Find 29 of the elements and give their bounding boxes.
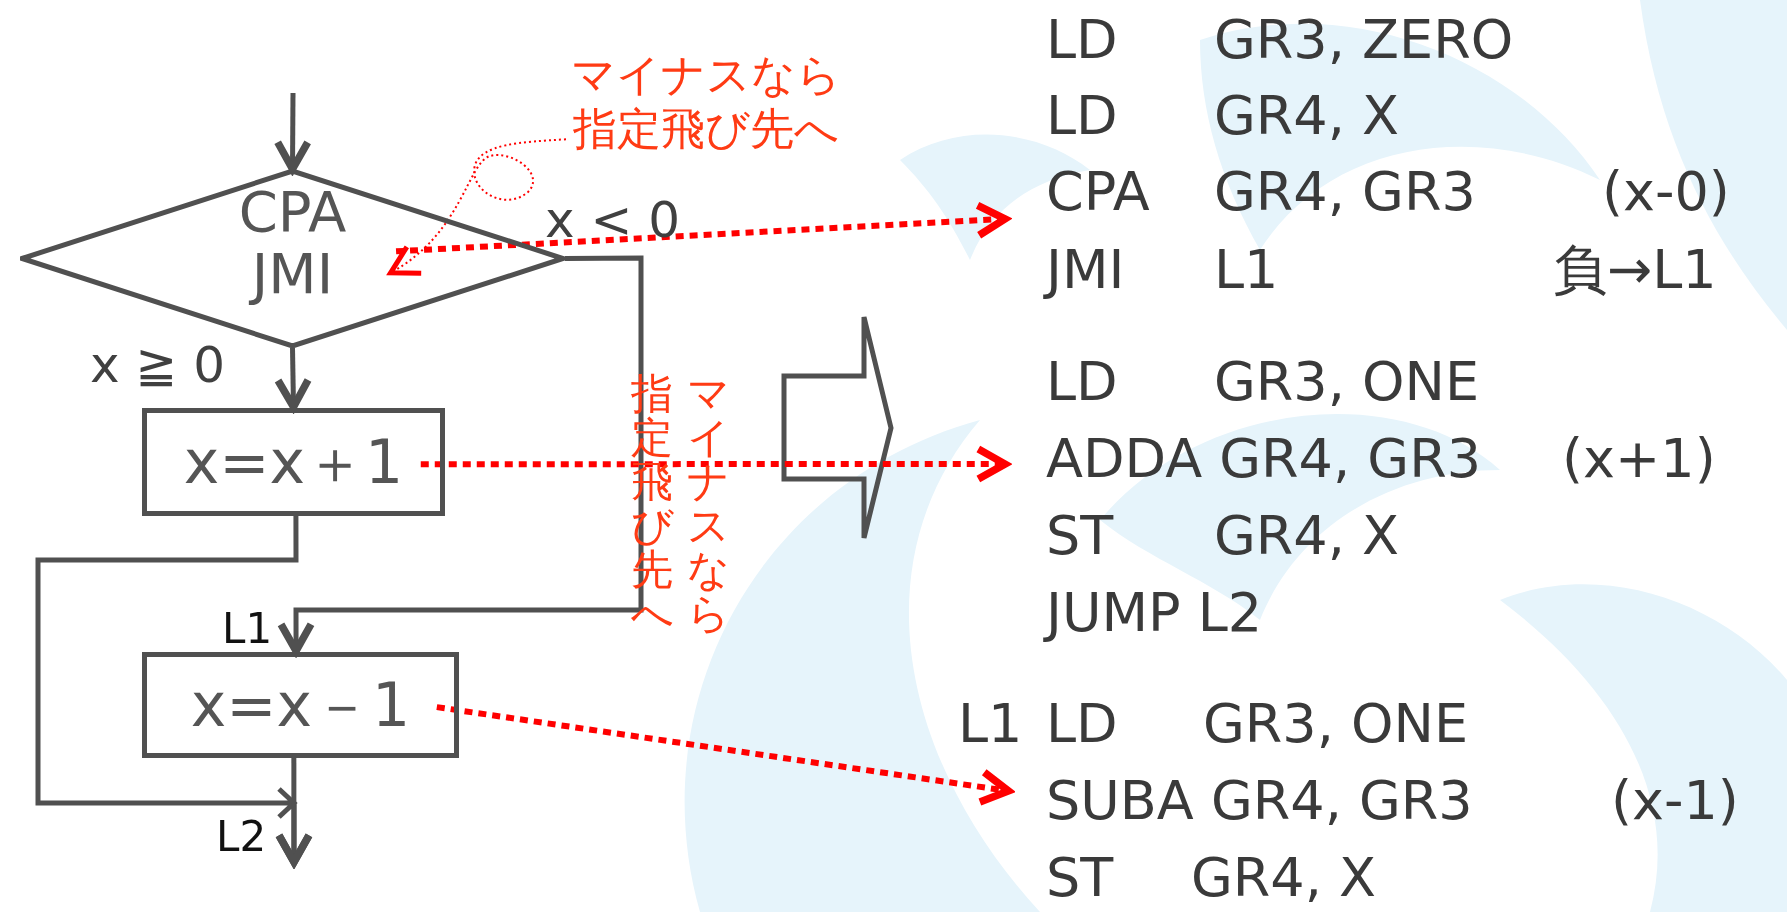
code-line: SUBA GR4, GR3 — [1046, 771, 1473, 831]
code-line: 負→L1 — [1553, 240, 1717, 300]
jump-label: L2 — [216, 816, 267, 858]
code-line: (x+1) — [1562, 429, 1716, 489]
edge-label: x ≧ 0 — [90, 340, 226, 390]
code-line: ST GR4, X — [1046, 506, 1400, 566]
code-line: ST GR4, X — [1046, 848, 1377, 908]
vertical-note: マイナスなら — [686, 372, 730, 636]
process-box: x=x＋1 — [142, 408, 445, 516]
process-box: x=x－1 — [142, 652, 459, 758]
flow-arrow — [273, 93, 312, 173]
code-line: L1 LD GR3, ONE — [958, 694, 1469, 754]
code-line: CPA GR4, GR3 — [1046, 162, 1476, 222]
pointer-arrow — [395, 201, 1009, 255]
code-line: (x-1) — [1611, 771, 1739, 831]
code-line: LD GR3, ZERO — [1046, 10, 1514, 70]
code-line: ADDA GR4, GR3 — [1046, 429, 1482, 489]
leader-arrow — [388, 138, 567, 276]
code-line: (x-0) — [1602, 162, 1730, 222]
annotation-text: マイナスなら指定飛び先へ — [566, 48, 846, 158]
flow-arrow — [277, 255, 644, 655]
edge-label: x < 0 — [545, 195, 681, 245]
pointer-arrow — [420, 445, 1009, 483]
code-line: LD GR3, ONE — [1046, 352, 1480, 412]
flow-arrow — [275, 758, 313, 866]
jump-label: L1 — [222, 608, 273, 650]
flow-arrow — [274, 347, 312, 411]
code-line: LD GR4, X — [1046, 86, 1400, 146]
pointer-arrow — [436, 704, 1013, 806]
